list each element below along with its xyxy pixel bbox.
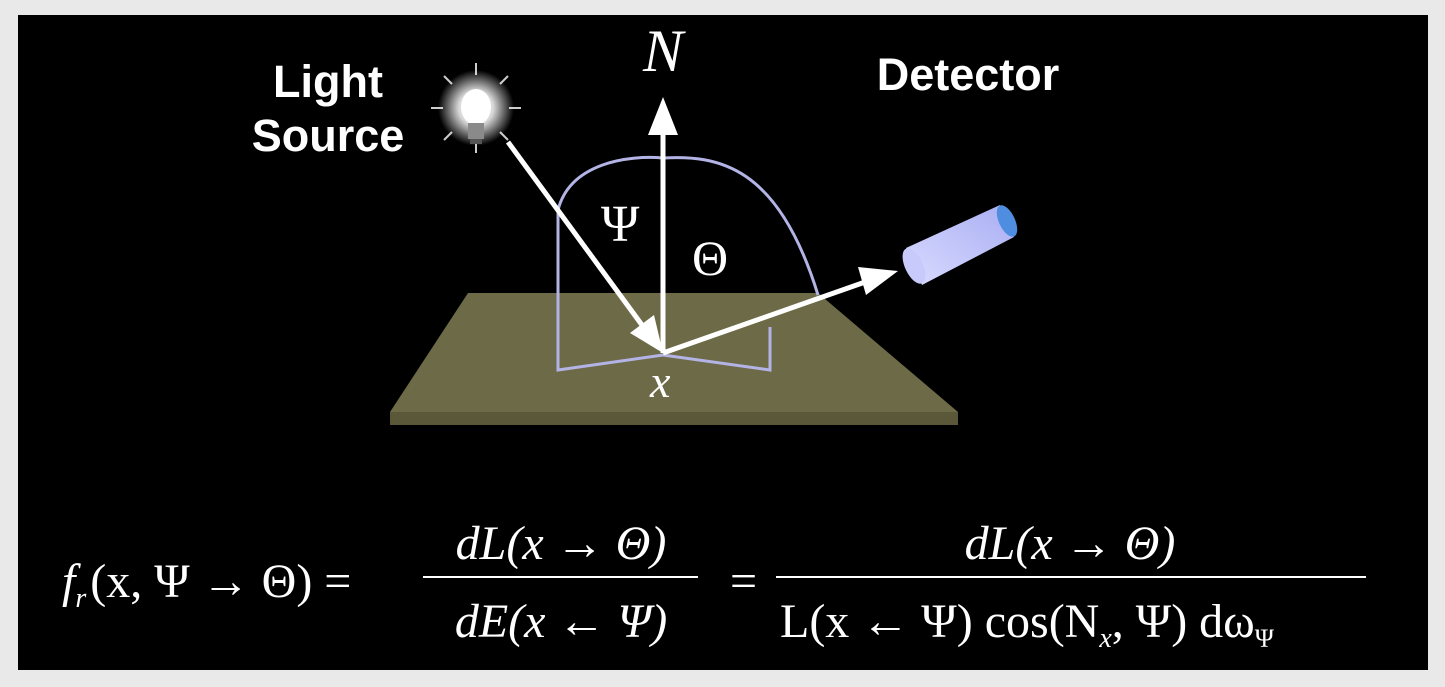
incident-arrowhead — [630, 315, 663, 353]
eq-frac1-denominator: dE(x ← Ψ) — [455, 595, 667, 648]
brdf-equation: fr(x, Ψ → Θ) = dL(x → Θ) dE(x ← Ψ) = dL(… — [62, 517, 1275, 654]
slide: fr(x, Ψ → Θ) = dL(x → Θ) dE(x ← Ψ) = dL(… — [18, 15, 1428, 670]
reflected-arrowhead — [858, 267, 898, 295]
hemisphere-outline — [556, 155, 820, 372]
detector-camera-icon — [902, 205, 1018, 285]
eq-lhs: fr(x, Ψ → Θ) = — [62, 555, 351, 614]
surface-plane — [390, 293, 958, 425]
outgoing-angle-label: Θ — [692, 230, 729, 286]
eq-frac2-numerator: dL(x → Θ) — [965, 517, 1176, 570]
eq-frac1-numerator: dL(x → Θ) — [456, 517, 667, 570]
normal-label: N — [643, 18, 684, 84]
eq-second-equals: = — [730, 555, 757, 608]
incident-ray — [505, 140, 653, 338]
light-bulb-icon — [431, 63, 521, 153]
normal-arrowhead — [648, 97, 678, 135]
light-source-line2: Source — [251, 110, 405, 161]
brdf-diagram: fr(x, Ψ → Θ) = dL(x → Θ) dE(x ← Ψ) = dL(… — [62, 63, 1366, 654]
eq-frac2-denominator: L(x ← Ψ) cos(Nx, Ψ) dωΨ — [780, 595, 1275, 654]
light-source-label: Light Source — [233, 55, 423, 163]
point-x-label: x — [650, 356, 671, 407]
reflected-ray — [662, 278, 869, 356]
incoming-angle-label: Ψ — [601, 196, 640, 253]
light-source-line1: Light — [273, 56, 383, 107]
detector-label: Detector — [876, 49, 1060, 100]
